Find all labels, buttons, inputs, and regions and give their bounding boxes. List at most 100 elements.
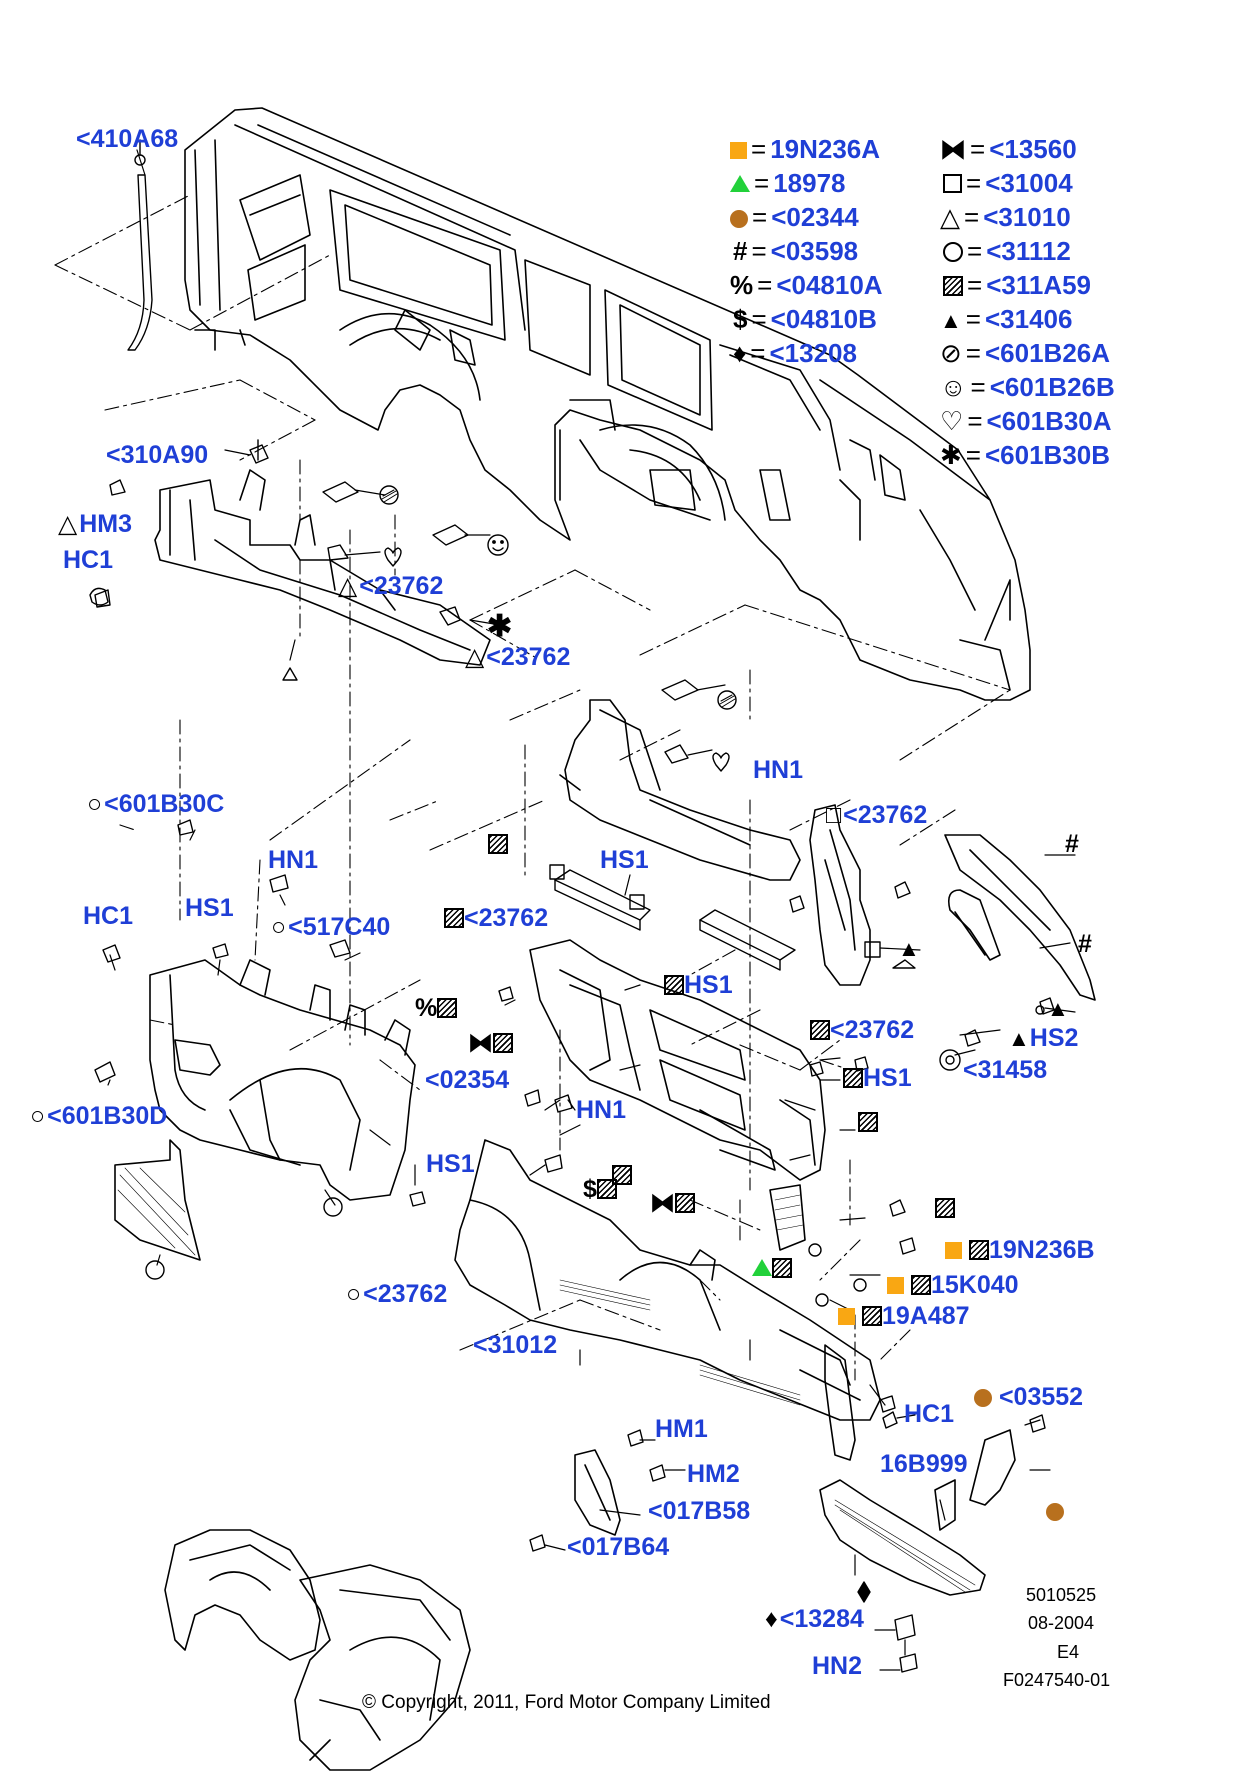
legend-row-601B26A: ⊘=<601B26A (940, 338, 1111, 368)
trim-panel-lower-left (149, 959, 416, 1201)
callout-601B30D: ○<601B30D (30, 1102, 168, 1130)
hatched-square-icon (810, 1020, 830, 1040)
trim-strip-right (944, 834, 1096, 1001)
triangle-green-icon (752, 1256, 792, 1281)
hash-icon: # (1065, 830, 1079, 858)
body-side-panel (184, 107, 1031, 701)
callout-017B64: <017B64 (567, 1533, 670, 1561)
legend-row-04810B: $=<04810B (733, 304, 877, 334)
callout-15K040: 15K040 (887, 1273, 1019, 1298)
callout-017B58: <017B58 (648, 1497, 751, 1525)
asterisk-icon: ✱ (487, 610, 513, 643)
triangle-green-icon (730, 175, 750, 192)
heart-icon: ♡ (940, 406, 964, 436)
hatched-square-icon (943, 276, 963, 296)
legend-row-04810A: %=<04810A (730, 270, 883, 300)
hatched-square-icon (935, 1196, 955, 1221)
legend-row-02344: =<02344 (730, 204, 859, 230)
open-square-icon (943, 174, 962, 193)
doc-date: 08-2004 (1028, 1613, 1095, 1633)
open-triangle-icon: △ (940, 202, 960, 232)
hatched-square-icon (858, 1110, 878, 1135)
callout-517C40: ○<517C40 (271, 913, 391, 941)
callout-HS2: ▲HS2 (1008, 1024, 1079, 1052)
asterisk-icon: ✱ (940, 440, 962, 470)
diagram-symbols (145, 485, 1064, 1603)
projection-lines (54, 194, 1011, 1381)
callout-23762-e: <23762 (810, 1018, 914, 1043)
callout-31012: <31012 (473, 1331, 558, 1359)
callout-19A487: 19A487 (838, 1304, 970, 1329)
hatched-square-icon (968, 1240, 989, 1260)
callout-16B999: 16B999 (880, 1450, 968, 1478)
hatched-square-icon (843, 1068, 863, 1088)
callout-23762-d: □<23762 (826, 801, 928, 829)
smiley-icon: ☺ (940, 372, 967, 402)
trim-pillar-lower-right (824, 1344, 856, 1461)
hatched-triangle-icon: ▲ (898, 936, 920, 961)
callout-HM3: △HM3 (58, 510, 133, 538)
clip-310A90 (249, 439, 269, 464)
trim-panel-upper-left (154, 469, 491, 666)
legend-row-31010: △=<31010 (940, 202, 1071, 232)
callout-13284: ♦<13284 (765, 1605, 864, 1633)
legend-row-18978: =18978 (730, 170, 846, 196)
fasteners (89, 587, 1055, 1673)
hash-icon: # (1078, 930, 1092, 958)
bowtie-icon: ⧓ (940, 134, 966, 164)
bowtie-icon: ⧓ (650, 1191, 695, 1216)
mat-piece (114, 1139, 201, 1261)
doc-number: 5010525 (1026, 1585, 1097, 1605)
vent-grille (769, 1184, 806, 1251)
diamond-icon: ♦ (733, 338, 747, 368)
callout-23762-c: <23762 (444, 906, 548, 931)
legend-row-13560: ⧓=<13560 (940, 134, 1077, 164)
callout-31458: <31458 (963, 1056, 1048, 1084)
callout-HN1-a: HN1 (753, 756, 804, 784)
leader-lines (107, 149, 1076, 1671)
callout-HS1-e: HS1 (426, 1150, 475, 1178)
callout-HC1-b: HC1 (83, 902, 134, 930)
callout-HN1-c: HN1 (576, 1096, 627, 1124)
hatched-square-icon (444, 908, 464, 928)
square-orange-icon (887, 1277, 904, 1294)
hatched-square-icon (612, 1163, 632, 1188)
hatched-square-icon (861, 1306, 882, 1326)
part-410A68 (127, 139, 153, 351)
hatched-square-icon (910, 1275, 931, 1295)
part-16B999 (934, 1429, 1016, 1531)
callout-23762-f: ○<23762 (346, 1280, 448, 1308)
open-circle-icon (943, 242, 963, 262)
legend-row-311A59: =<311A59 (943, 272, 1091, 298)
callout-310A90: <310A90 (106, 441, 209, 469)
callout-HM2: HM2 (687, 1460, 740, 1488)
grab-handle (947, 889, 1001, 961)
part-017B58 (574, 1449, 621, 1536)
callout-19N236B: 19N236B (945, 1238, 1095, 1263)
sill-plate (819, 1479, 986, 1596)
legend-row-31004: =<31004 (943, 170, 1073, 196)
callout-HS1-b: HS1 (600, 846, 649, 874)
callout-HS1-d: HS1 (843, 1066, 912, 1091)
hatched-triangle-icon: ▲ (940, 308, 962, 333)
doc-revision: E4 (1057, 1642, 1080, 1662)
callout-03552: <03552 (974, 1385, 1083, 1410)
dollar-icon: $ (733, 304, 748, 334)
percent-icon: % (415, 996, 458, 1021)
circle-brown-icon (730, 210, 748, 228)
figure-number: F0247540-01 (1003, 1670, 1111, 1690)
trim-strips (554, 869, 796, 971)
callout-HS1-c: HS1 (664, 973, 733, 998)
trim-panel-center (529, 939, 826, 1181)
cap-pieces-upper (94, 479, 699, 764)
percent-icon: % (730, 270, 754, 300)
callout-23762-a: △<23762 (338, 572, 444, 600)
callout-23762-b: △<23762 (465, 643, 571, 671)
trim-panel-center-upper (559, 699, 801, 881)
hatched-square-icon (488, 832, 508, 857)
legend-row-13208: ♦=<13208 (733, 338, 857, 368)
hatched-circle-icon: ⊘ (940, 338, 962, 368)
callout-HN1-b: HN1 (268, 846, 319, 874)
